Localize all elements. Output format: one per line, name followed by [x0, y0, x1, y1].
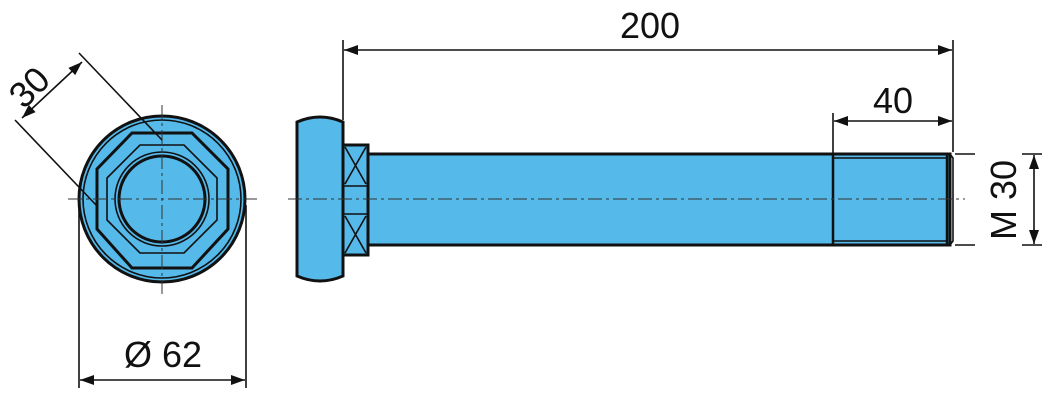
- dimension-head-diameter: Ø 62: [124, 334, 202, 375]
- side-view: 200 40 M 30: [288, 5, 1042, 283]
- dimension-overall-length: 200: [620, 5, 680, 46]
- extension-line: [14, 119, 98, 207]
- head-inner-ring: [82, 119, 242, 279]
- nut-inner-octagon: [106, 144, 218, 254]
- dimension-line-nut: [21, 61, 83, 119]
- dimension-thread-size: M 30: [983, 160, 1024, 240]
- dimension-nut-width: 30: [1, 59, 58, 116]
- dimension-thread-length: 40: [873, 80, 913, 121]
- thread-outer-circle: [114, 151, 210, 247]
- extension-line: [78, 52, 163, 141]
- nut: [341, 143, 370, 257]
- end-view: 30 Ø 62: [1, 52, 257, 388]
